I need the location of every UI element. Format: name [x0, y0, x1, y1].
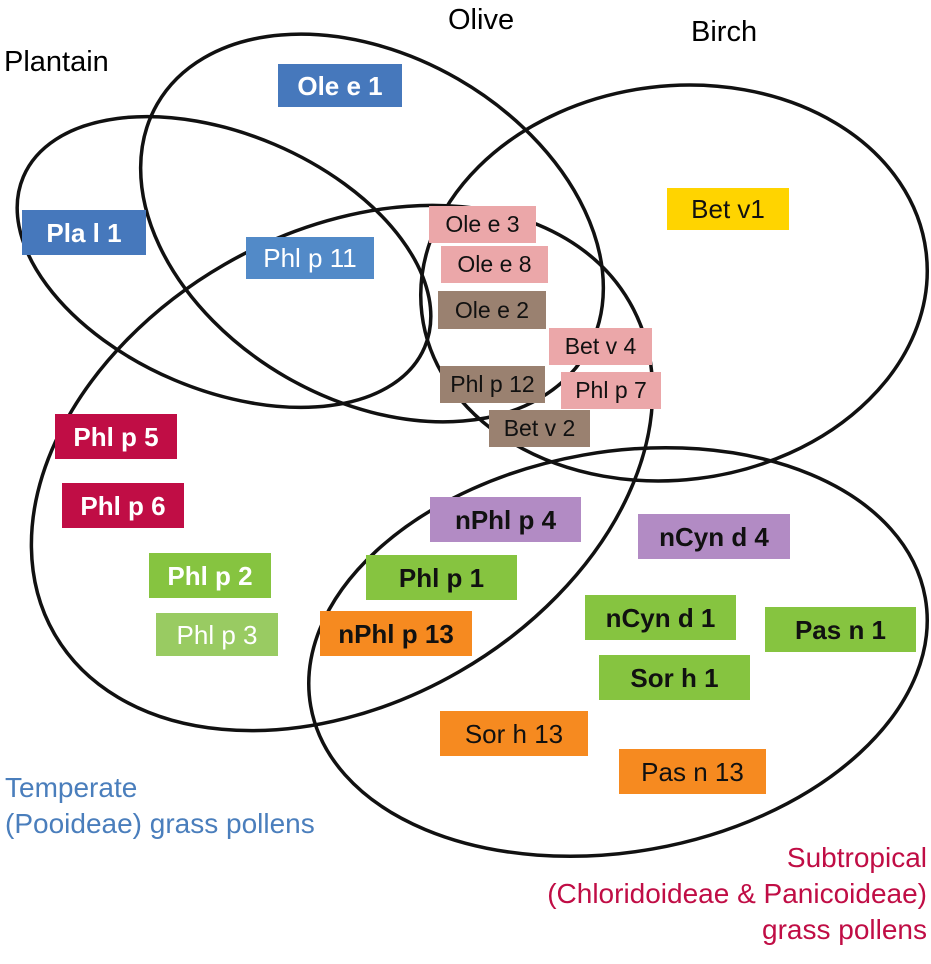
label-temperate-line1: Temperate — [5, 772, 138, 803]
allergen-box-phl-p-7: Phl p 7 — [561, 372, 661, 409]
allergen-box-phl-p-11: Phl p 11 — [246, 237, 374, 279]
temperate-grass-ellipse — [29, 203, 655, 733]
allergen-box-pas-n-1: Pas n 1 — [765, 607, 916, 652]
label-olive: Olive — [448, 4, 515, 36]
allergen-box-bet-v-4: Bet v 4 — [549, 328, 652, 365]
allergen-box-ole-e-3: Ole e 3 — [429, 206, 536, 243]
allergen-box-ole-e-2: Ole e 2 — [438, 291, 546, 329]
label-plantain: Plantain — [4, 46, 109, 78]
allergen-box-sor-h-1: Sor h 1 — [599, 655, 750, 700]
allergen-box-phl-p-1: Phl p 1 — [366, 555, 517, 600]
allergen-box-nphl-p-4: nPhl p 4 — [430, 497, 581, 542]
subtropical-grass-ellipse — [307, 445, 929, 859]
allergen-box-ole-e-1: Ole e 1 — [278, 64, 402, 107]
allergen-box-ncyn-d-1: nCyn d 1 — [585, 595, 736, 640]
birch-ellipse — [419, 83, 929, 483]
allergen-box-ncyn-d-4: nCyn d 4 — [638, 514, 790, 559]
label-temperate-grass: Temperate (Pooideae) grass pollens — [5, 770, 315, 842]
label-subtropical-line3: grass pollens — [762, 913, 927, 945]
label-subtropical-line2: (Chloridoideae & Panicoideae) — [547, 877, 927, 909]
allergen-box-phl-p-2: Phl p 2 — [149, 553, 271, 598]
allergen-box-phl-p-5: Phl p 5 — [55, 414, 177, 459]
allergen-box-nphl-p-13: nPhl p 13 — [320, 611, 472, 656]
allergen-box-phl-p-12: Phl p 12 — [440, 366, 545, 403]
label-temperate-line2: (Pooideae) grass pollens — [5, 807, 315, 839]
label-subtropical-grass: Subtropical (Chloridoideae & Panicoideae… — [547, 840, 927, 947]
allergen-box-ole-e-8: Ole e 8 — [441, 246, 548, 283]
allergen-box-phl-p-3: Phl p 3 — [156, 613, 278, 656]
allergen-box-pas-n-13: Pas n 13 — [619, 749, 766, 794]
allergen-box-bet-v1: Bet v1 — [667, 188, 789, 230]
allergen-box-bet-v-2: Bet v 2 — [489, 410, 590, 447]
allergen-box-phl-p-6: Phl p 6 — [62, 483, 184, 528]
allergen-box-sor-h-13: Sor h 13 — [440, 711, 588, 756]
label-birch: Birch — [691, 16, 758, 48]
plantain-ellipse — [15, 114, 433, 410]
allergen-box-pla-l-1: Pla l 1 — [22, 210, 146, 255]
label-subtropical-line1: Subtropical — [786, 842, 927, 873]
